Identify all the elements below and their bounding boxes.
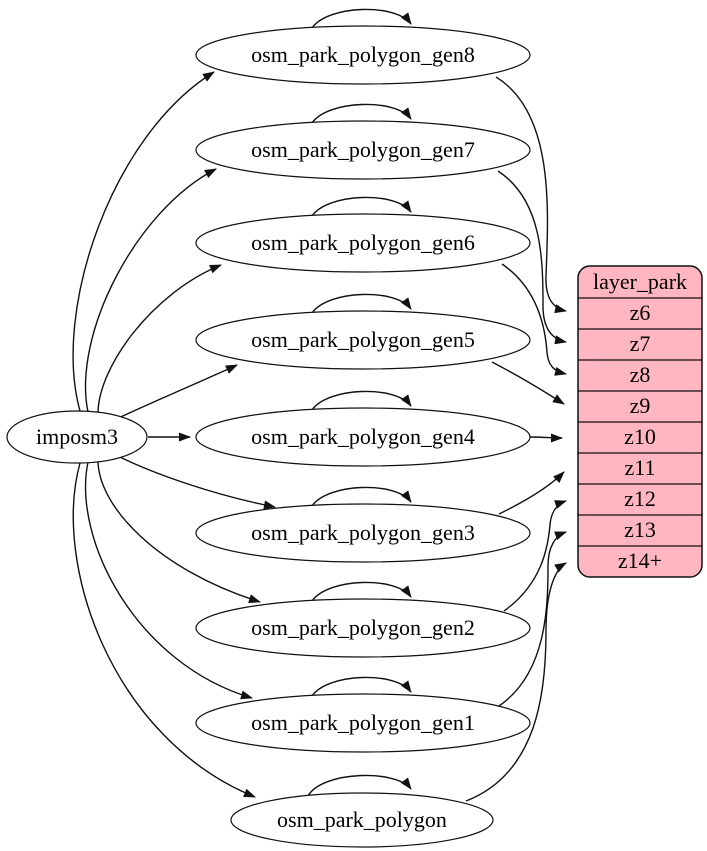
osm_park_polygon-label: osm_park_polygon xyxy=(277,807,447,832)
self-loop-osm_park_polygon_gen8 xyxy=(311,8,412,29)
layer-park-title: layer_park xyxy=(593,269,687,294)
imposm3-ellipse xyxy=(6,410,148,464)
node-osm_park_polygon_gen4: osm_park_polygon_gen4 xyxy=(195,407,531,467)
self-loop-osm_park_polygon_gen7 xyxy=(311,103,412,124)
osm_park_polygon_gen8-ellipse xyxy=(195,25,531,85)
osm_park_polygon-ellipse xyxy=(230,792,494,848)
self-loop-osm_park_polygon_gen1 xyxy=(311,676,412,697)
edge-imposm3-osm_park_polygon_gen8 xyxy=(72,71,215,412)
self-loop-osm_park_polygon_gen3 xyxy=(311,486,412,507)
osm_park_polygon_gen3-ellipse xyxy=(195,503,531,563)
osm_park_polygon_gen6-ellipse xyxy=(195,213,531,273)
edge-imposm3-osm_park_polygon xyxy=(72,462,256,798)
table-row-z7: z7 xyxy=(578,331,702,361)
edge-osm_park_polygon_gen5-z9 xyxy=(491,361,565,405)
edge-osm_park_polygon-z14 xyxy=(465,562,567,802)
table-header-row: layer_park xyxy=(578,269,702,299)
osm_park_polygon_gen4-ellipse xyxy=(195,407,531,467)
row-label-z10: z10 xyxy=(624,424,656,449)
osm_park_polygon_gen4-label: osm_park_polygon_gen4 xyxy=(251,424,475,449)
osm_park_polygon_gen5-label: osm_park_polygon_gen5 xyxy=(251,327,475,352)
osm_park_polygon_gen2-label: osm_park_polygon_gen2 xyxy=(251,615,475,640)
osm_park_polygon_gen6-label: osm_park_polygon_gen6 xyxy=(251,230,475,255)
table-row-z9: z9 xyxy=(578,393,702,423)
edge-imposm3-osm_park_polygon_gen5 xyxy=(111,364,238,422)
osm_park_polygon_gen7-ellipse xyxy=(195,120,531,180)
node-osm_park_polygon: osm_park_polygon xyxy=(230,792,494,848)
layer-park-table: layer_park z6 z7 z8 z9 z10 z11 z12 xyxy=(577,265,703,578)
self-loop-osm_park_polygon_gen6 xyxy=(311,196,412,217)
self-loop-osm_park_polygon xyxy=(307,774,412,797)
node-osm_park_polygon_gen7: osm_park_polygon_gen7 xyxy=(195,120,531,180)
node-osm_park_polygon_gen1: osm_park_polygon_gen1 xyxy=(195,693,531,753)
osm_park_polygon_gen3-label: osm_park_polygon_gen3 xyxy=(251,520,475,545)
edge-imposm3-osm_park_polygon_gen6 xyxy=(97,264,222,416)
row-label-z13: z13 xyxy=(624,517,656,542)
edge-osm_park_polygon_gen1-z13 xyxy=(498,531,567,707)
edge-osm_park_polygon_gen6-z8 xyxy=(501,263,567,376)
row-label-z8: z8 xyxy=(630,362,651,387)
osm_park_polygon_gen2-ellipse xyxy=(195,598,531,658)
table-row-z8: z8 xyxy=(578,362,702,392)
imposm3-label: imposm3 xyxy=(36,424,118,449)
osm_park_polygon_gen7-label: osm_park_polygon_gen7 xyxy=(251,137,475,162)
edge-imposm3-osm_park_polygon_gen2 xyxy=(97,458,261,603)
row-label-z12: z12 xyxy=(624,486,656,511)
table-row-z10: z10 xyxy=(578,424,702,454)
row-label-z6: z6 xyxy=(630,300,651,325)
table-row-z13: z13 xyxy=(578,517,702,547)
edge-imposm3-osm_park_polygon_gen7 xyxy=(84,168,217,413)
edge-layer xyxy=(72,8,567,802)
node-imposm3: imposm3 xyxy=(6,410,148,464)
edge-osm_park_polygon_gen3-z11 xyxy=(498,471,565,515)
row-label-z9: z9 xyxy=(630,393,651,418)
row-label-z14plus: z14+ xyxy=(618,548,662,573)
edge-imposm3-osm_park_polygon_gen1 xyxy=(84,461,253,700)
table-row-z6: z6 xyxy=(578,300,702,330)
node-osm_park_polygon_gen6: osm_park_polygon_gen6 xyxy=(195,213,531,273)
osm_park_polygon_gen5-ellipse xyxy=(195,310,531,370)
table-row-z11: z11 xyxy=(578,455,702,485)
edge-osm_park_polygon_gen4-z10 xyxy=(529,433,563,443)
table-row-z14plus: z14+ xyxy=(618,548,662,573)
node-osm_park_polygon_gen3: osm_park_polygon_gen3 xyxy=(195,503,531,563)
node-osm_park_polygon_gen5: osm_park_polygon_gen5 xyxy=(195,310,531,370)
self-loop-osm_park_polygon_gen2 xyxy=(311,581,412,602)
node-osm_park_polygon_gen2: osm_park_polygon_gen2 xyxy=(195,598,531,658)
osm_park_polygon_gen1-ellipse xyxy=(195,693,531,753)
row-label-z7: z7 xyxy=(630,331,651,356)
edge-osm_park_polygon_gen7-z7 xyxy=(497,170,567,345)
edge-osm_park_polygon_gen8-z6 xyxy=(495,76,567,314)
self-loop-osm_park_polygon_gen4 xyxy=(311,390,412,411)
osm_park_polygon_gen8-label: osm_park_polygon_gen8 xyxy=(251,42,475,67)
row-label-z11: z11 xyxy=(625,455,656,480)
node-osm_park_polygon_gen8: osm_park_polygon_gen8 xyxy=(195,25,531,85)
self-loop-osm_park_polygon_gen5 xyxy=(311,293,412,314)
table-row-z12: z12 xyxy=(578,486,702,516)
edge-osm_park_polygon_gen2-z12 xyxy=(503,500,567,612)
edge-imposm3-osm_park_polygon_gen3 xyxy=(111,452,276,510)
osm_park_polygon_gen1-label: osm_park_polygon_gen1 xyxy=(251,710,475,735)
